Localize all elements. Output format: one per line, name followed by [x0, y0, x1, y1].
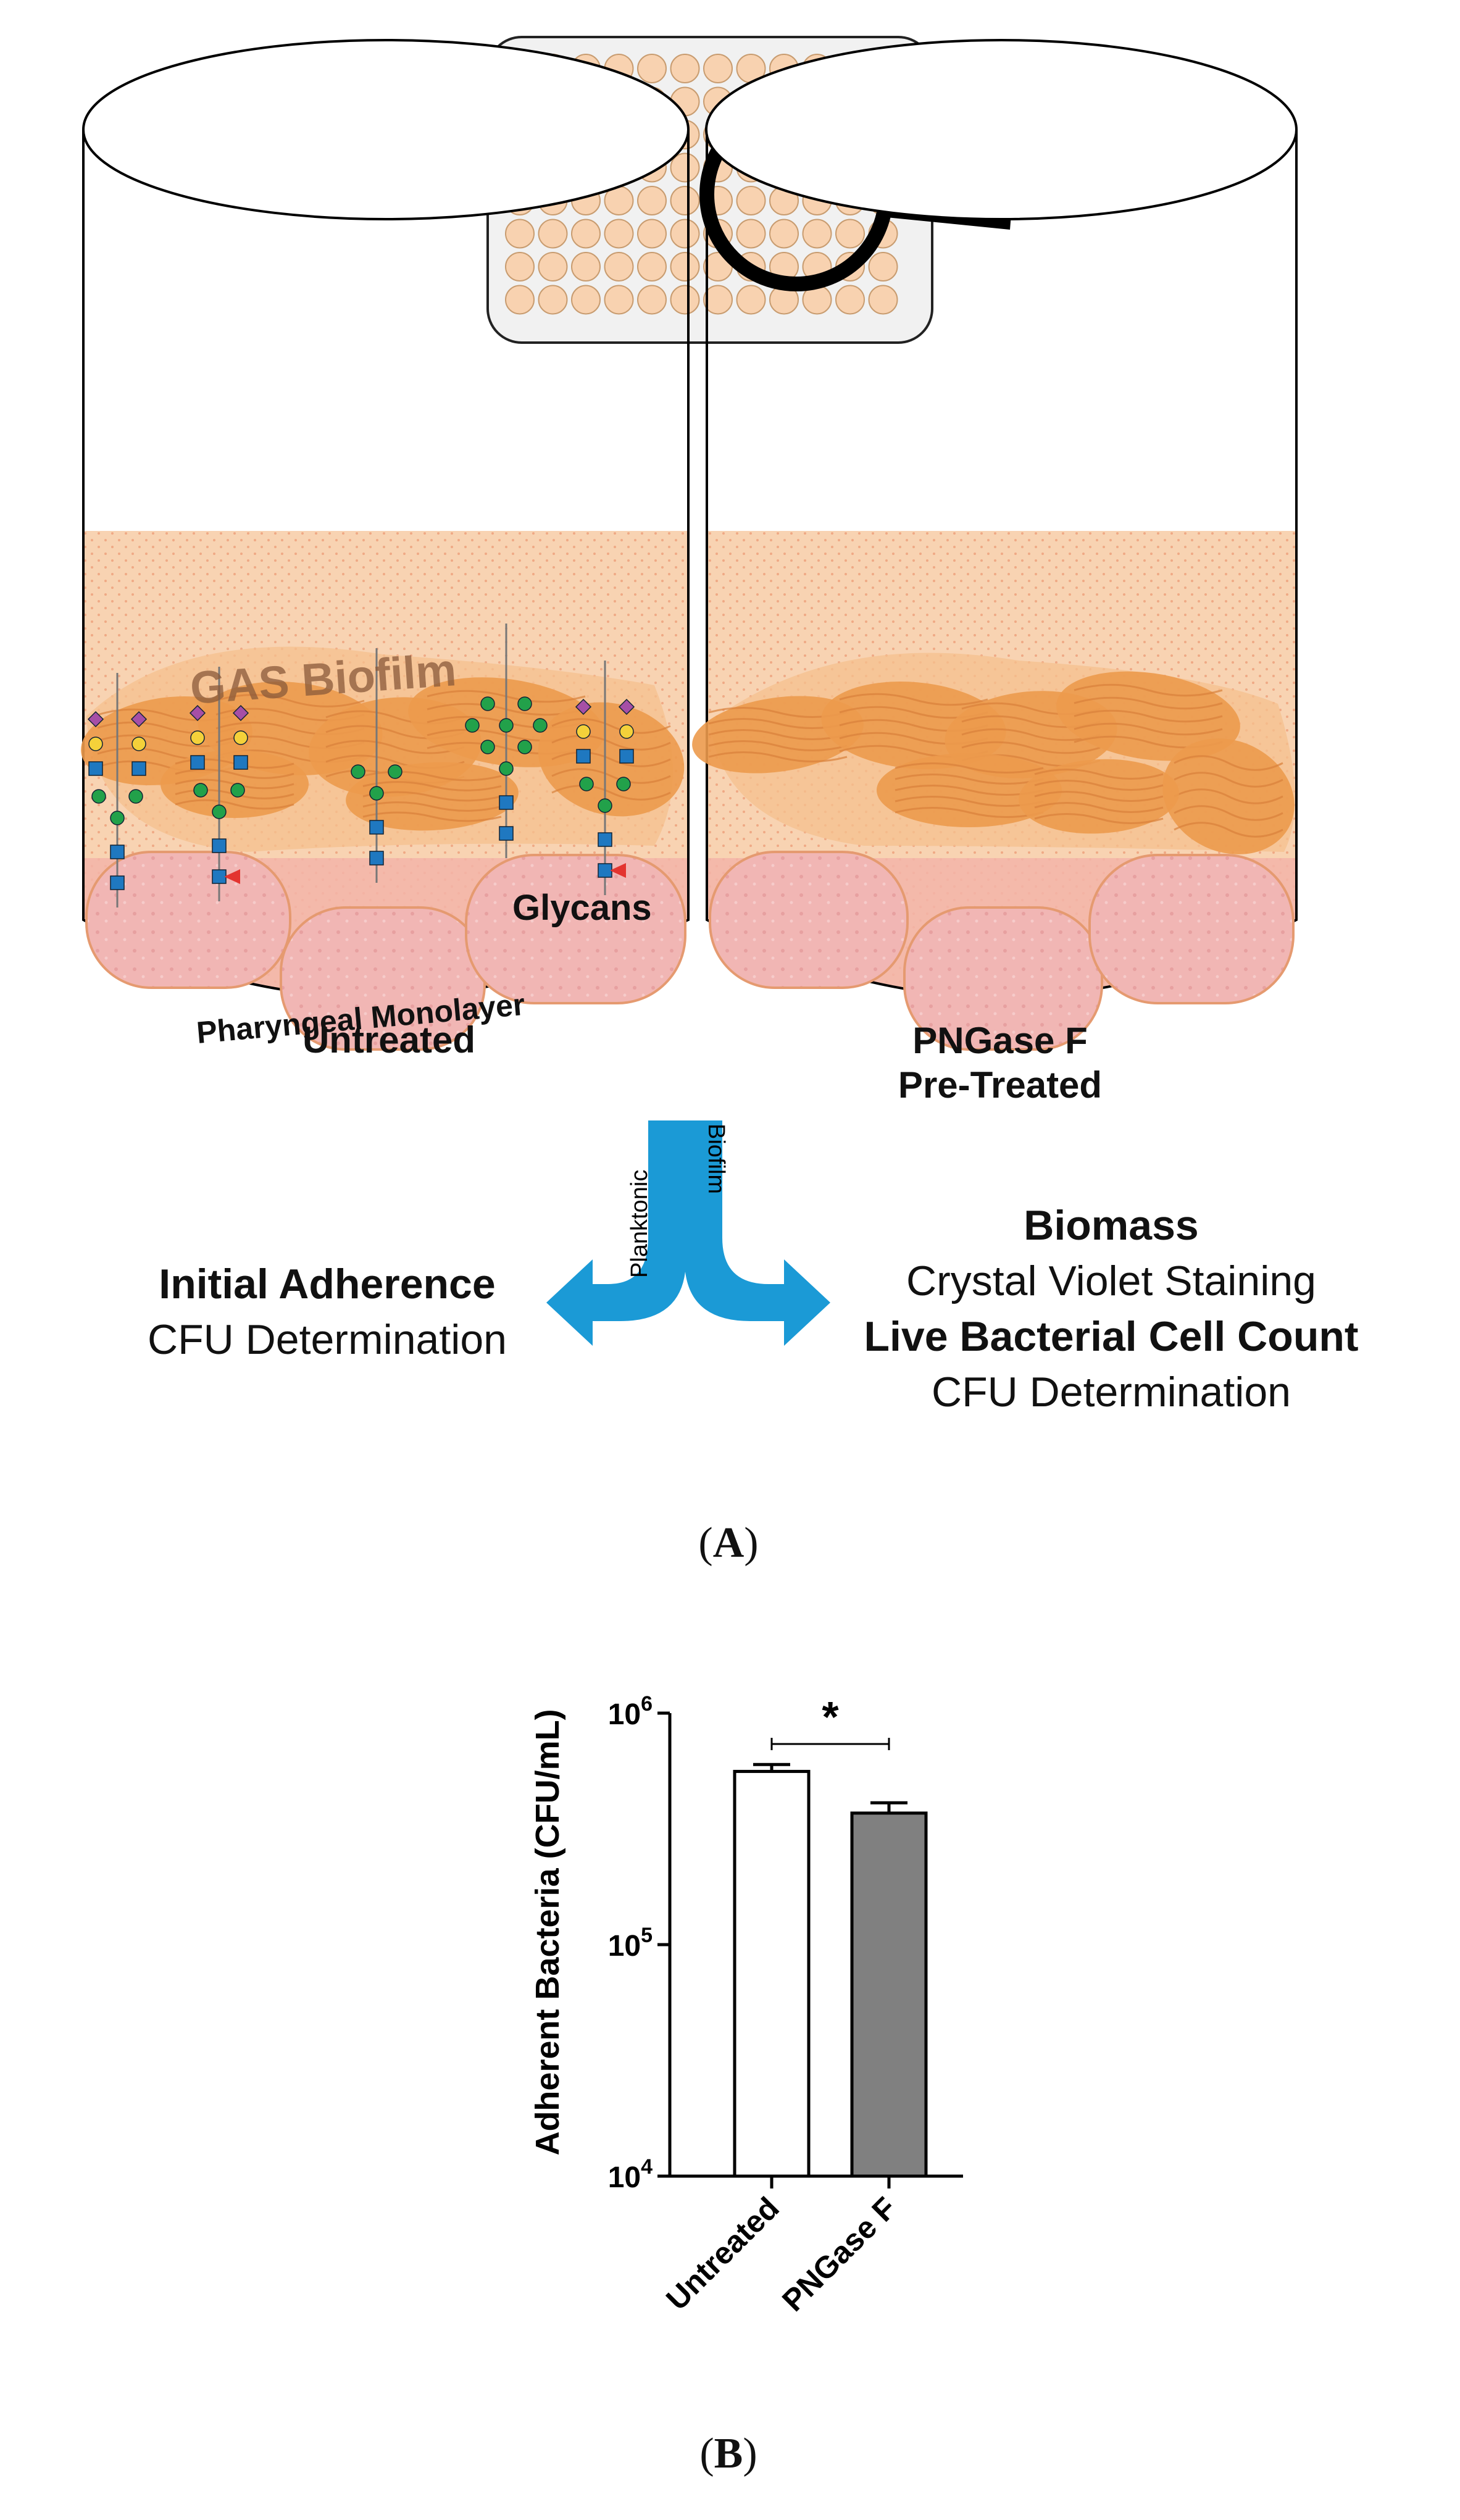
live-count-title: Live Bacterial Cell Count: [864, 1313, 1359, 1360]
plate-well: [571, 285, 601, 315]
plate-well: [505, 252, 535, 282]
plate-well: [736, 285, 766, 315]
plate-well: [505, 219, 535, 249]
treated-caption: PNGase F Pre-Treated: [846, 1019, 1154, 1108]
treated-well: [692, 39, 1298, 1051]
initial-adherence-subtitle: CFU Determination: [148, 1316, 507, 1363]
glycan-structures: [87, 624, 635, 907]
plate-well: [604, 252, 634, 282]
plate-well: [868, 252, 898, 282]
plate-well: [637, 252, 667, 282]
untreated-well: [81, 39, 690, 1051]
significance-label: *: [822, 1693, 839, 1741]
panel-a-diagram: GAS Biofilm Glycans Pharyngeal Monolayer…: [81, 36, 1298, 1346]
plate-well: [670, 285, 700, 315]
planktonic-label: Planktonic: [627, 1170, 653, 1278]
plate-well: [637, 54, 667, 83]
plate-well: [538, 219, 568, 249]
treated-caption-line1: PNGase F: [912, 1020, 1088, 1061]
biofilm-flow-label: Biofilm: [703, 1124, 729, 1194]
panel-b-label: (B): [699, 2430, 757, 2477]
plate-well: [703, 54, 733, 83]
plate-well: [736, 186, 766, 215]
x-tick-label: PNGase F: [775, 2190, 903, 2318]
plate-well: [637, 285, 667, 315]
plate-well: [670, 152, 700, 183]
plate-well: [571, 252, 601, 282]
plate-well: [538, 285, 568, 315]
glycans-label: Glycans: [512, 888, 652, 928]
plate-well: [538, 252, 568, 282]
plate-well: [703, 285, 733, 315]
biomass-subtitle: Crystal Violet Staining: [906, 1258, 1316, 1304]
plate-well: [736, 219, 766, 249]
initial-adherence-title: Initial Adherence: [159, 1261, 496, 1308]
plate-well: [670, 186, 700, 215]
plate-well: [802, 219, 832, 249]
initial-adherence-block: Initial Adherence CFU Determination: [93, 1256, 562, 1367]
biofilm-outcome-block: Biomass Crystal Violet Staining Live Bac…: [803, 1198, 1420, 1420]
y-tick-label: 104: [608, 2155, 653, 2194]
plate-well: [637, 186, 667, 215]
bar-untreated: [733, 1769, 811, 2178]
plate-well: [670, 252, 700, 282]
treated-caption-line2: Pre-Treated: [898, 1064, 1103, 1106]
biomass-title: Biomass: [1024, 1202, 1199, 1249]
live-count-subtitle: CFU Determination: [932, 1369, 1291, 1416]
untreated-caption: Untreated: [302, 1019, 476, 1061]
y-tick-label: 105: [608, 1924, 653, 1963]
gas-biofilm-treated: [692, 653, 1295, 854]
panel-a-label: (A): [698, 1519, 759, 1567]
plate-well: [835, 285, 865, 315]
y-axis-label: Adherent Bacteria (CFU/mL): [529, 1709, 566, 2155]
plate-well: [868, 285, 898, 315]
bar-pngase-f: [850, 1811, 928, 2178]
x-tick-label: Untreated: [659, 2190, 786, 2317]
plate-well: [604, 219, 634, 249]
y-tick-label: 106: [608, 1692, 653, 1731]
plate-well: [604, 285, 634, 315]
plate-well: [769, 219, 799, 249]
plate-well: [505, 285, 535, 315]
plate-well: [571, 219, 601, 249]
plate-well: [670, 219, 700, 249]
plate-well: [670, 54, 700, 83]
plate-well: [835, 219, 865, 249]
split-arrow: [546, 1120, 830, 1346]
plate-well: [637, 219, 667, 249]
